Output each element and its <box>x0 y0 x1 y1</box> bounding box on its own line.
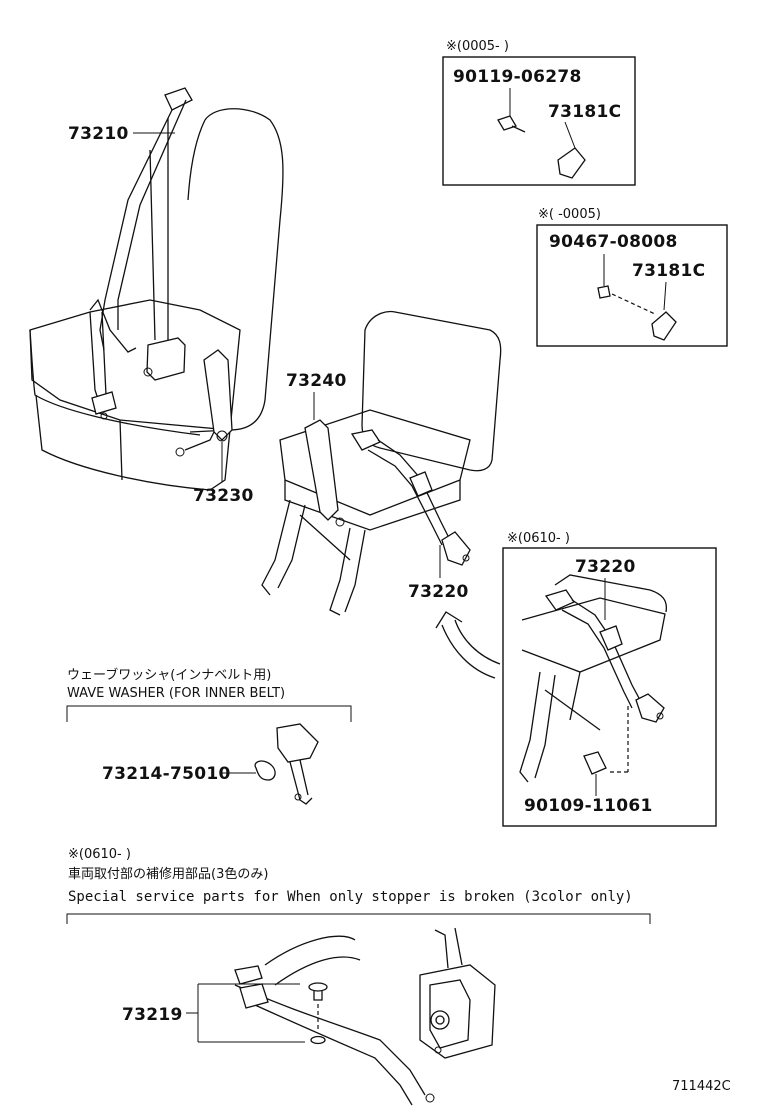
special-jp: 車両取付部の補修用部品(3色のみ) <box>68 866 268 882</box>
wave-washer <box>254 760 276 781</box>
box3-range: ※(0610- ) <box>507 531 570 546</box>
part-label-73219: 73219 <box>122 1005 183 1025</box>
part-label-73240: 73240 <box>286 371 347 391</box>
leader-73219 <box>186 983 305 1043</box>
reference-arrow <box>441 624 496 679</box>
box2-bolt-number: 90467-08008 <box>549 232 678 252</box>
box2-part-number: 73181C <box>632 261 705 281</box>
note-bracket <box>66 705 352 722</box>
special-bracket <box>66 913 651 924</box>
box3-seat-illustration <box>519 574 668 783</box>
front-seat-illustration <box>29 87 284 491</box>
box2-stopper <box>651 311 677 341</box>
diagram-id: 711442C <box>672 1079 731 1094</box>
box1-part-number: 73181C <box>548 102 621 122</box>
box3-bolt <box>583 751 607 775</box>
part-label-73210: 73210 <box>68 124 129 144</box>
detail-box-1 <box>442 56 636 186</box>
part-label-73230: 73230 <box>193 486 254 506</box>
part-label-73220-box: 73220 <box>575 557 636 577</box>
box1-bolt-number: 90119-06278 <box>453 67 582 87</box>
inner-belt-buckle <box>254 723 319 805</box>
special-range: ※(0610- ) <box>68 847 131 862</box>
part-label-73214: 73214-75010 <box>102 764 231 784</box>
detail-box-3 <box>502 547 717 827</box>
box1-bolt <box>497 115 526 133</box>
stopper-assembly-illustration <box>234 927 496 1106</box>
note-en: WAVE WASHER (FOR INNER BELT) <box>67 686 285 701</box>
box2-range: ※( -0005) <box>538 207 601 222</box>
part-label-73220-main: 73220 <box>408 582 469 602</box>
special-en: Special service parts for When only stop… <box>68 889 633 905</box>
box2-bolt <box>597 285 611 299</box>
box3-bolt-number: 90109-11061 <box>524 796 653 816</box>
note-jp: ウェーブワッシャ(インナベルト用) <box>67 667 271 683</box>
detail-box-2 <box>536 224 728 347</box>
rear-seat-illustration <box>261 310 502 616</box>
box1-range: ※(0005- ) <box>446 39 509 54</box>
box1-stopper <box>557 147 586 179</box>
